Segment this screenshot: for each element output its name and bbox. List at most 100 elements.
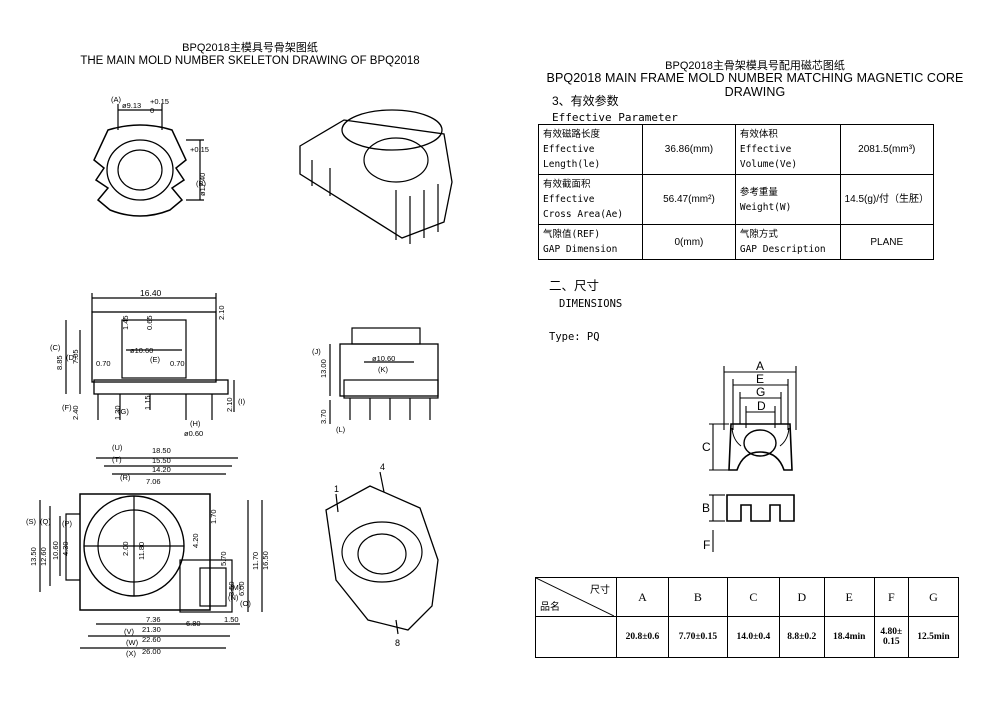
dim-label: 1.30: [113, 405, 122, 420]
corner-diagonal: [536, 578, 614, 616]
core-dim-A: A: [756, 359, 764, 373]
dim-value: 7.70±0.15: [667, 616, 728, 658]
dim-header: E: [823, 577, 875, 617]
param-label: 气隙方式 GAP Description: [734, 224, 841, 260]
dim-label: 18.50: [152, 446, 171, 455]
dim-header: C: [726, 577, 780, 617]
corner-bottom-label: 品名: [540, 602, 560, 613]
dim-label: ø9.13: [122, 101, 141, 110]
param-label-en: Effective: [543, 144, 595, 155]
dim-label: 4.30: [61, 541, 70, 556]
core-dim-D: D: [757, 399, 766, 413]
pin-label: 4: [380, 462, 385, 472]
dim-label: 0: [150, 106, 154, 115]
param-label: 参考重量 Weight(W): [734, 174, 841, 225]
param-label-en: Weight(W): [739, 201, 792, 213]
dim-label: (D): [66, 353, 77, 362]
dim-label: (P): [62, 519, 73, 528]
dim-label: (G): [118, 407, 129, 416]
dim-label: (I): [238, 397, 246, 406]
param-label-en: Effective: [739, 144, 792, 155]
dim-label: ø10.60: [372, 354, 395, 363]
param-value: 56.47(mm²): [642, 174, 736, 225]
dim-label: 0.70: [96, 359, 111, 368]
pin-label: 1: [334, 484, 339, 494]
core-dim-G: G: [756, 385, 765, 399]
dim-label: (X): [126, 649, 137, 658]
table-row: 气隙值(REF) GAP Dimension 0(mm) 气隙方式 GAP De…: [537, 224, 935, 260]
param-value: 2081.5(mm³): [839, 124, 935, 175]
param-label-cn: 有效截面积: [543, 179, 591, 190]
dim-label: 7.36: [146, 615, 161, 624]
table-row: 有效截面积 Effective Cross Area(Ae) 56.47(mm²…: [537, 174, 935, 225]
core-dim-F: F: [703, 538, 710, 552]
dim-empty-cell: [535, 616, 617, 658]
dim-label: 1.50: [224, 615, 239, 624]
dim-label: 1.70: [209, 509, 218, 524]
dim-label: 2.00: [121, 541, 130, 556]
dim-label: 6.00: [237, 581, 246, 596]
param-value: 36.86(mm): [642, 124, 736, 175]
param-label-en: GAP Dimension: [543, 244, 618, 255]
param-label-en: Length(le): [543, 159, 601, 170]
dim-label: +0.15: [190, 145, 209, 154]
dim-value: 8.8±0.2: [778, 616, 825, 658]
dim-value-line: 0.15: [883, 637, 900, 647]
param-value: 14.5(g)/付（生胚）: [839, 174, 935, 225]
dim-label: 16.50: [261, 551, 270, 570]
dim-label: 14.20: [152, 465, 171, 474]
left-title-en: THE MAIN MOLD NUMBER SKELETON DRAWING OF…: [80, 55, 420, 67]
dim-header: F: [873, 577, 909, 617]
dim-label: 15.50: [152, 456, 171, 465]
dim-value-line: 4.80±: [880, 627, 903, 637]
dim-label: (R): [120, 473, 131, 482]
dim-label: 11.70: [251, 552, 260, 570]
dim-header: D: [778, 577, 825, 617]
dim-label: 3.50: [227, 581, 236, 596]
dim-label: 4.20: [191, 533, 200, 548]
pin-label: 8: [395, 638, 400, 648]
param-label-en: GAP Description: [739, 244, 826, 255]
dim-label: (F): [62, 403, 72, 412]
param-label-cn: 有效体积: [739, 129, 778, 140]
param-value: PLANE: [839, 224, 935, 260]
dim-label: 0.65: [145, 315, 154, 330]
dim-label: 16.40: [140, 288, 162, 298]
dim-label: 13.50: [29, 547, 38, 566]
section2-subheading: DIMENSIONS: [559, 298, 623, 310]
corner-top-label: 尺寸: [590, 585, 610, 596]
param-label-cn: 气隙方式: [739, 229, 778, 240]
dim-label: 13.00: [319, 359, 328, 378]
param-label-en: Effective: [543, 194, 595, 205]
dim-value: 4.80± 0.15: [873, 616, 909, 658]
core-type: Type: PQ: [549, 331, 600, 343]
dim-value: 20.8±0.6: [616, 616, 669, 658]
dim-label: 7.06: [146, 477, 161, 486]
effective-parameter-table: 有效磁路长度 Effective Length(le) 36.86(mm) 有效…: [537, 124, 935, 260]
dim-label: (O): [240, 599, 251, 608]
param-label-cn: 参考重量: [739, 186, 778, 198]
dim-label: 2.40: [71, 405, 80, 420]
dim-label: (E): [150, 355, 161, 364]
dim-label: 0.70: [170, 359, 185, 368]
table-row: 尺寸 品名 A B C D E F G: [535, 577, 960, 617]
table-row: 20.8±0.6 7.70±0.15 14.0±0.4 8.8±0.2 18.4…: [535, 616, 960, 658]
dim-value: 18.4min: [823, 616, 875, 658]
param-value: 0(mm): [642, 224, 736, 260]
dim-label: 6.80: [186, 619, 201, 628]
param-label: 有效磁路长度 Effective Length(le): [537, 124, 644, 175]
dim-label: 22.60: [142, 635, 161, 644]
dim-label: (T): [112, 455, 122, 464]
core-dim-C: C: [702, 440, 711, 454]
dimension-table: 尺寸 品名 A B C D E F G 20.8±0.6 7.70±0.15 1…: [535, 577, 960, 658]
param-label: 气隙值(REF) GAP Dimension: [537, 224, 644, 260]
dim-label: (A): [111, 95, 122, 104]
dim-label: +0.15: [150, 97, 169, 106]
dim-label: 5.70: [219, 551, 228, 566]
core-dim-E: E: [756, 372, 764, 386]
param-label-cn: 有效磁路长度: [543, 129, 601, 140]
dim-label: 1.15: [143, 395, 152, 410]
dim-label: 10.60: [51, 541, 60, 560]
dim-value: 14.0±0.4: [726, 616, 780, 658]
table-row: 有效磁路长度 Effective Length(le) 36.86(mm) 有效…: [537, 124, 935, 175]
